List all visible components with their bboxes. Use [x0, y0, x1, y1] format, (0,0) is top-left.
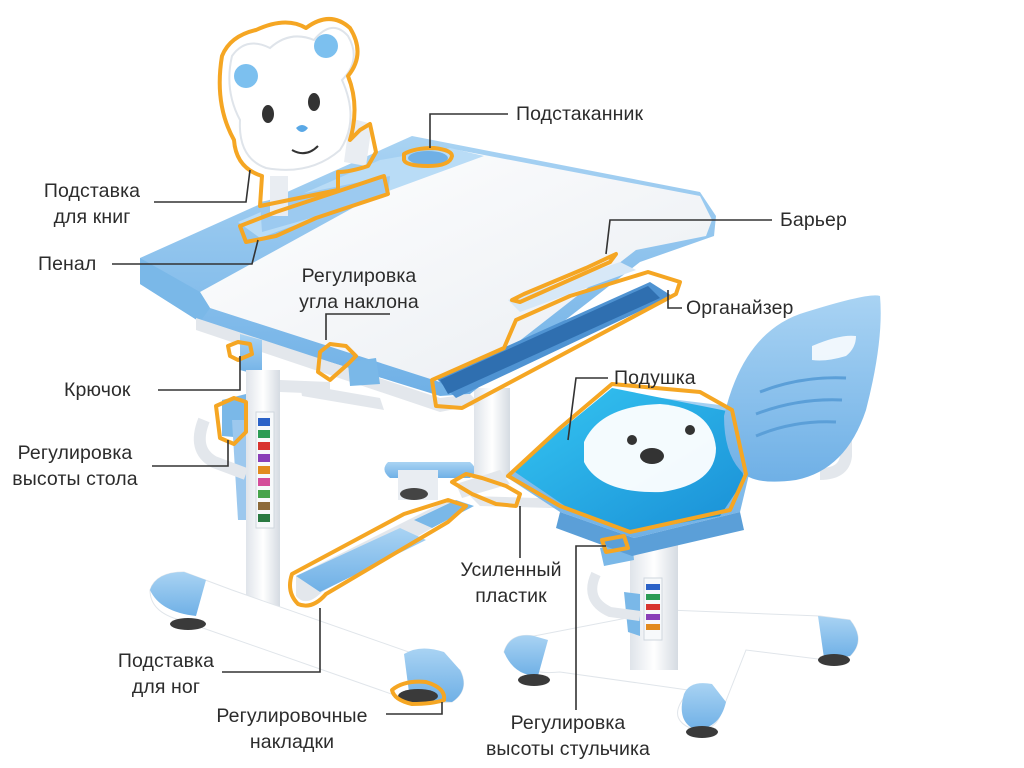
desk-back-base [384, 462, 475, 500]
leader-adjust-pads [386, 702, 443, 715]
desk-back-pole [474, 388, 510, 478]
callout-pencil-case: Пенал [38, 253, 97, 275]
chair-pole [587, 540, 678, 670]
callout-adjust-pads: Регулировочные накладки [198, 703, 386, 755]
desk-front-base [149, 571, 465, 705]
highlight-pencil-case [238, 174, 390, 244]
leader-hook [158, 356, 241, 391]
desk-front-leg [193, 334, 384, 610]
organizer-drawer [436, 262, 672, 398]
highlight-tilt-adjust [316, 342, 358, 382]
leader-chair-height [575, 545, 606, 710]
callout-chair-height: Регулировка высоты стульчика [466, 710, 670, 762]
leader-book-stand [154, 169, 251, 203]
callout-cup-holder: Подстаканник [516, 103, 644, 125]
callout-desk-height-line1: Регулировка [17, 442, 133, 464]
callout-reinforced-plastic-line1: Усиленный [460, 559, 562, 581]
highlight-footrest [288, 498, 468, 608]
callout-organizer: Органайзер [686, 297, 794, 319]
leader-cushion [567, 377, 608, 441]
highlight-organizer [430, 270, 682, 410]
callout-tilt-adjust: Регулировка угла наклона [286, 263, 432, 315]
leader-desk-height [152, 440, 229, 467]
highlight-cup-holder [402, 146, 454, 168]
callout-adjust-pads-line1: Регулировочные [216, 705, 368, 727]
leader-lines [112, 113, 772, 715]
highlight-adjust-pads [390, 679, 447, 706]
highlight-reinforced-plastic [450, 472, 522, 508]
callout-desk-height-line2: высоты стола [12, 468, 138, 490]
chair-base [503, 609, 859, 738]
cushion [512, 388, 744, 532]
leader-organizer [667, 290, 682, 309]
callout-adjust-pads-line2: накладки [249, 731, 335, 753]
highlight-chair-height [600, 534, 630, 554]
callout-reinforced-plastic: Усиленный пластик [446, 557, 576, 609]
highlight-cushion [506, 382, 748, 534]
callout-book-stand: Подставка для книг [30, 178, 154, 230]
leader-footrest [222, 608, 321, 673]
callout-tilt-adjust-line2: угла наклона [299, 291, 419, 313]
callout-chair-height-line2: высоты стульчика [485, 738, 651, 760]
highlight-desk-height [214, 396, 248, 446]
book-stand [228, 27, 390, 232]
callout-reinforced-plastic-line2: пластик [475, 585, 547, 607]
callout-tilt-adjust-line1: Регулировка [301, 265, 417, 287]
callout-footrest-line2: для ног [131, 676, 201, 698]
callout-chair-height-line1: Регулировка [510, 712, 626, 734]
leader-tilt-adjust [325, 313, 390, 340]
leader-barrier [605, 219, 772, 255]
callout-cushion: Подушка [614, 367, 696, 389]
leader-cup-holder [429, 113, 508, 148]
chair-back [724, 295, 881, 482]
highlight-outlines [214, 17, 748, 706]
callout-hook: Крючок [64, 379, 131, 401]
callout-footrest-line1: Подставка [117, 650, 215, 672]
highlight-hook [226, 340, 254, 362]
highlight-book-stand [217, 17, 378, 208]
leader-pencil-case [112, 239, 259, 265]
callout-desk-height: Регулировка высоты стола [0, 440, 150, 492]
highlight-barrier [510, 252, 618, 304]
callout-book-stand-line2: для книг [53, 206, 131, 228]
callout-barrier: Барьер [780, 209, 847, 231]
callout-book-stand-line1: Подставка [43, 180, 141, 202]
callout-footrest: Подставка для ног [104, 648, 228, 700]
